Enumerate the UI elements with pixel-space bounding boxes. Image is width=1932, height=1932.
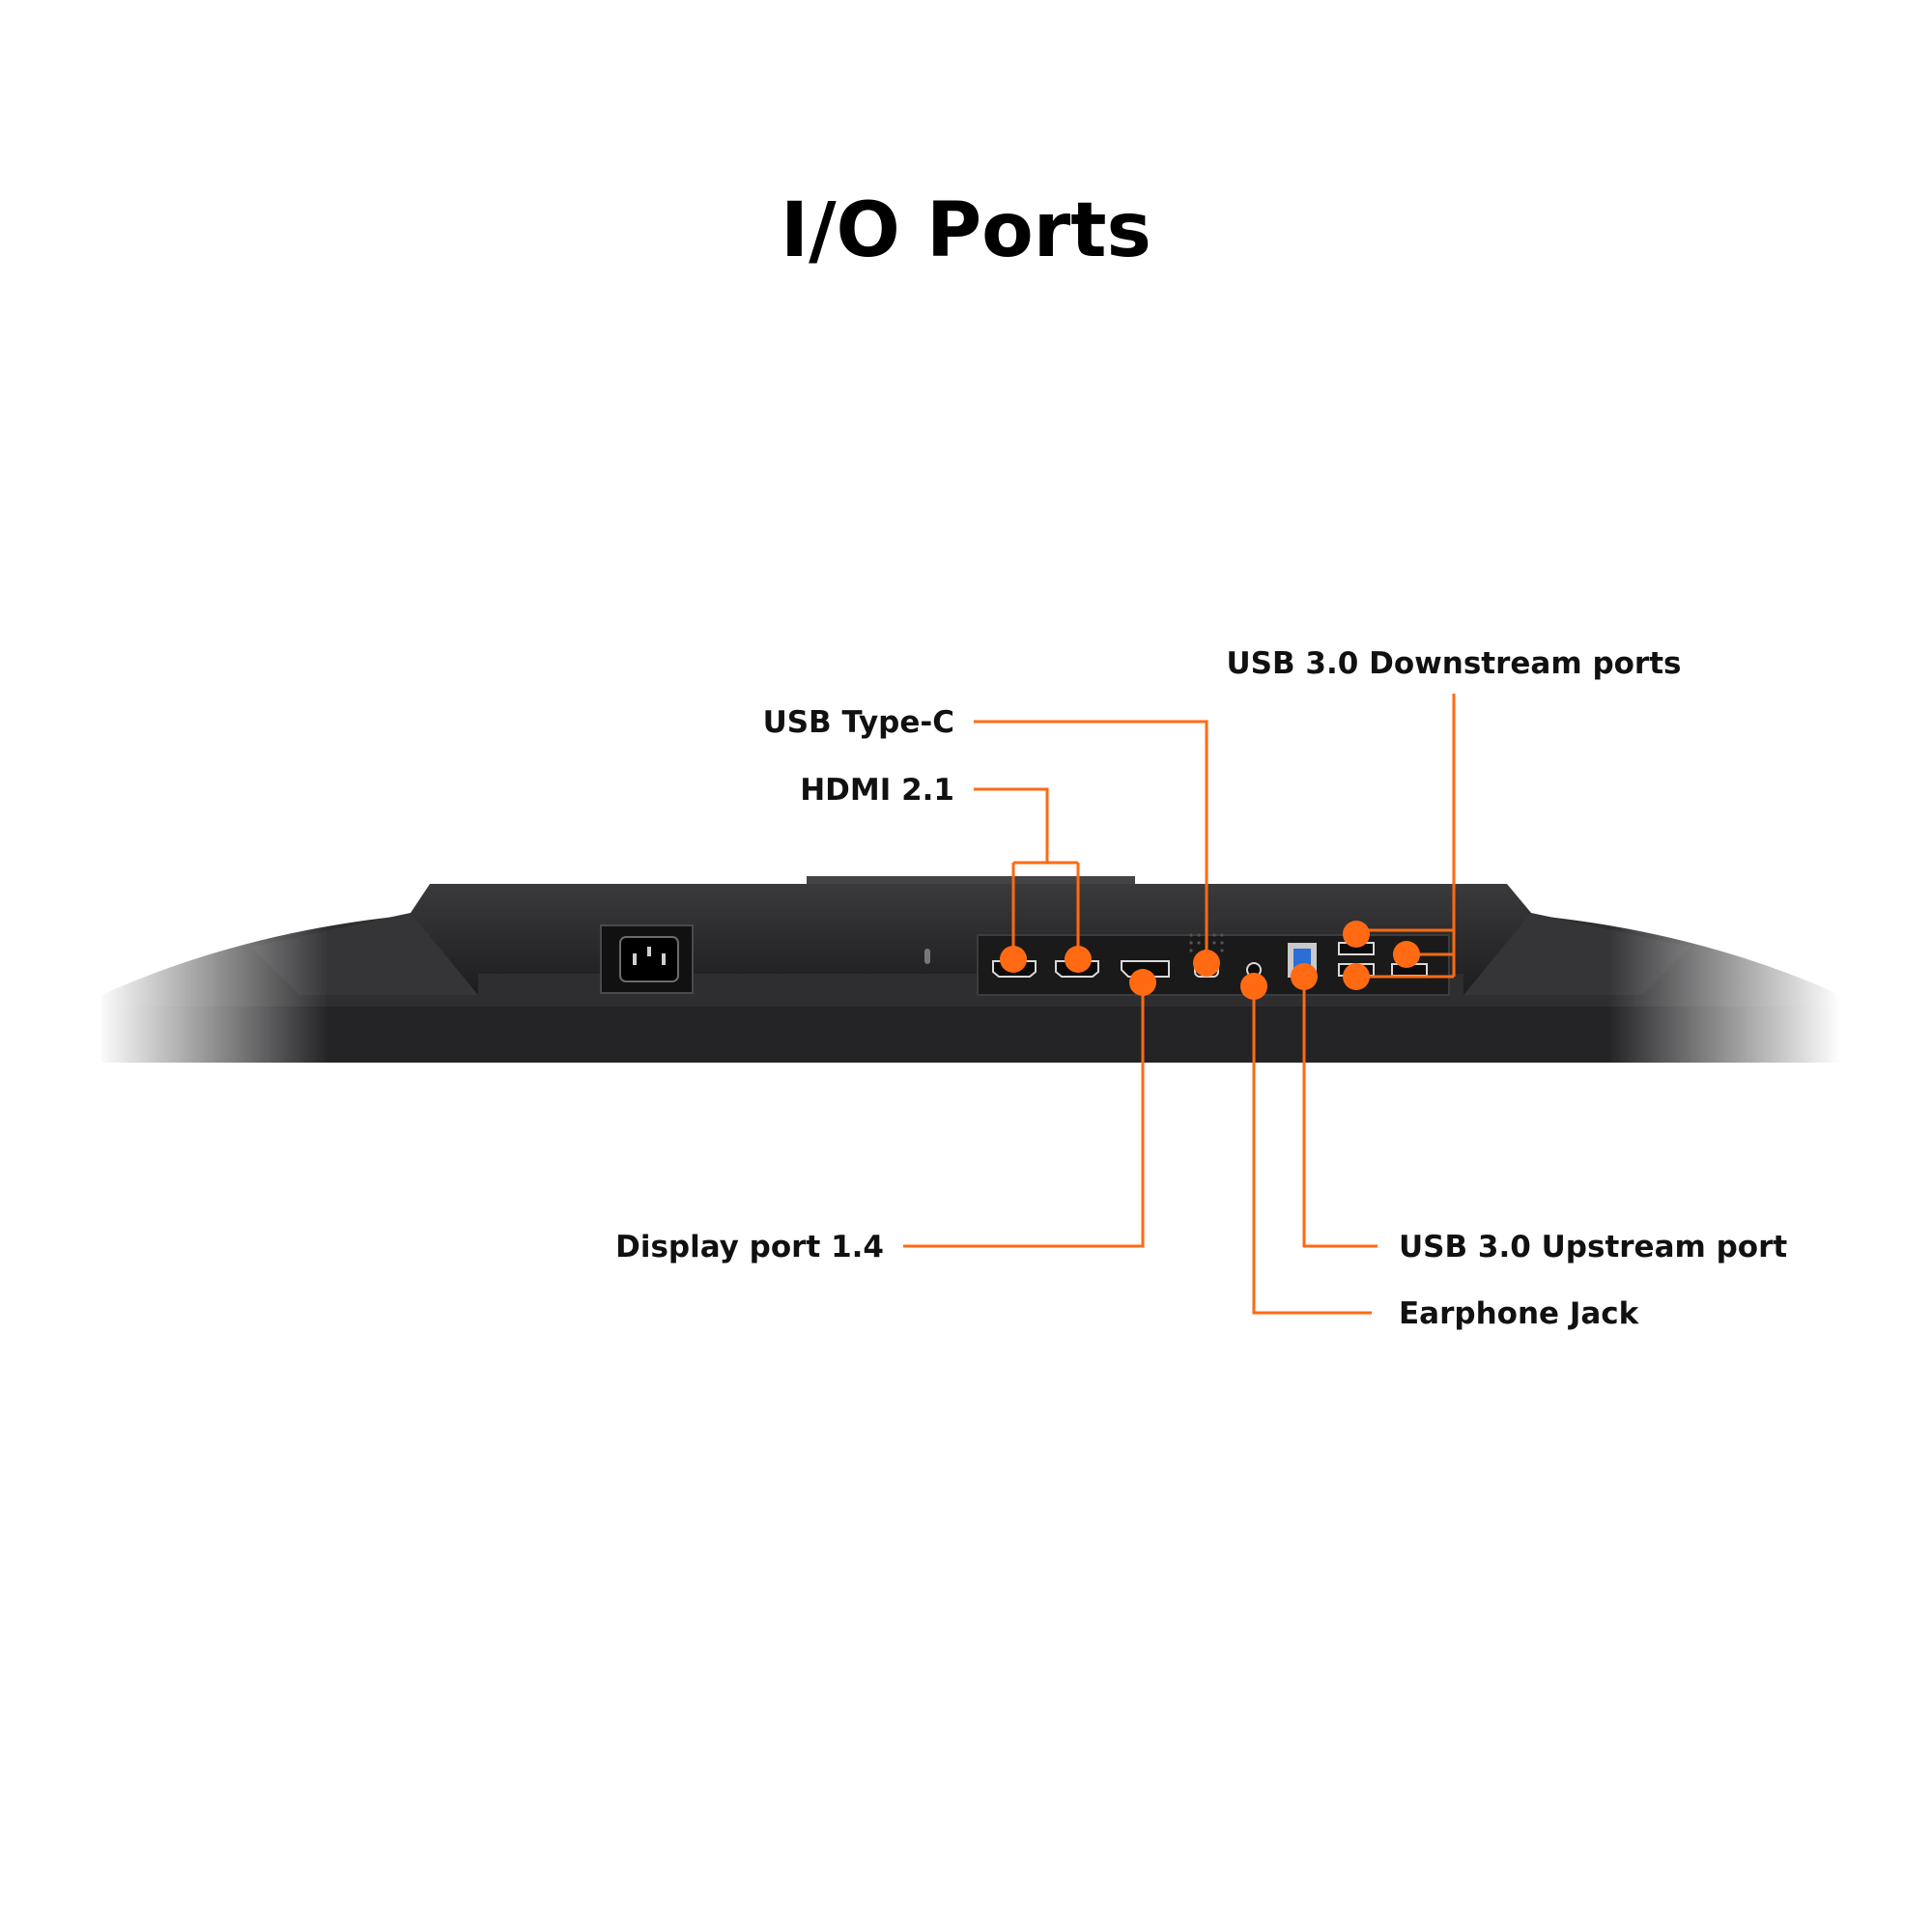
- display-port-label: Display port 1.4: [615, 1230, 884, 1264]
- usb-upstream-label: USB 3.0 Upstream port: [1399, 1230, 1787, 1264]
- usb-downstream-leader: [1356, 694, 1456, 979]
- earphone-jack-callout-dot: [1240, 973, 1267, 1000]
- usb-type-c-callout-dot: [1193, 950, 1220, 977]
- usb-type-c-leader: [974, 720, 1208, 959]
- monitor-bottom-edge: [101, 1007, 1840, 1063]
- hdmi-2-callout-dot: [1065, 946, 1092, 973]
- hdmi-label: HDMI 2.1: [800, 773, 954, 808]
- usb-upstream-leader: [1302, 977, 1378, 1248]
- left-edge-fade: [97, 908, 328, 1067]
- hdmi-leader: [974, 787, 1080, 954]
- usb-type-c-label: USB Type-C: [763, 705, 954, 740]
- usb-downstream-3-callout-dot: [1393, 941, 1420, 968]
- monitor-bottom-view: [97, 876, 1840, 1067]
- earphone-jack-label: Earphone Jack: [1399, 1296, 1640, 1331]
- displayport-callout-dot: [1129, 969, 1156, 996]
- display-port-leader: [903, 982, 1145, 1248]
- usb-downstream-2-callout-dot: [1343, 963, 1370, 990]
- usb-upstream-callout-dot: [1291, 963, 1318, 990]
- power-inlet: [600, 924, 694, 994]
- earphone-jack-leader: [1252, 986, 1372, 1315]
- right-edge-fade: [1608, 908, 1840, 1067]
- page-title: I/O Ports: [781, 187, 1151, 274]
- callout-lines: [903, 694, 1456, 1315]
- hdmi-1-callout-dot: [1000, 946, 1027, 973]
- monitor-top-groove: [807, 876, 1135, 884]
- callout-dots: [1000, 921, 1420, 1000]
- usb-downstream-label: USB 3.0 Downstream ports: [1226, 646, 1681, 681]
- usb-downstream-1-callout-dot: [1343, 921, 1370, 948]
- kensington-lock-slot: [924, 949, 930, 964]
